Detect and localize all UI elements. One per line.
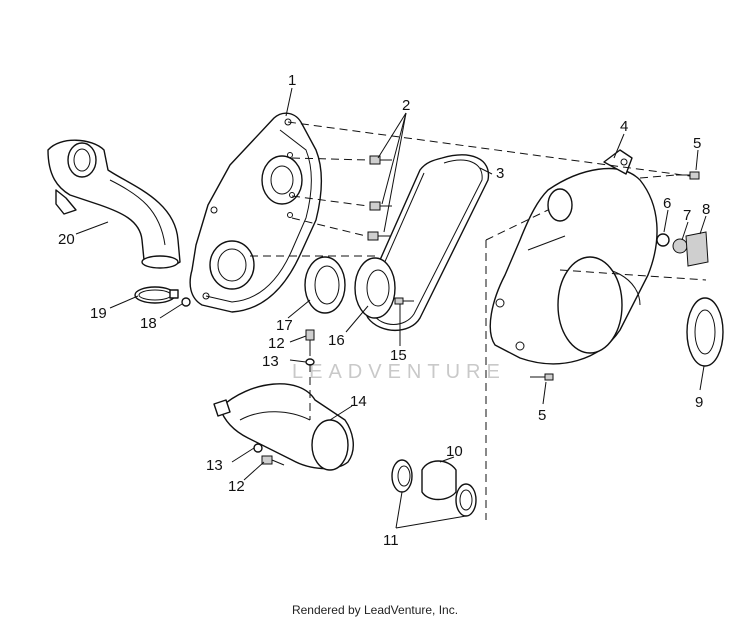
part-2-bolts bbox=[367, 155, 392, 241]
callout-16: 16 bbox=[328, 332, 345, 349]
part-12-13-fasteners bbox=[253, 329, 315, 466]
part-15-screw bbox=[394, 297, 414, 305]
callout-14: 14 bbox=[350, 393, 367, 410]
callout-20: 20 bbox=[58, 231, 75, 248]
assembly-line bbox=[559, 269, 707, 281]
part-18-plug bbox=[181, 297, 191, 307]
part-8-decal bbox=[685, 231, 709, 267]
part-6-oring bbox=[656, 233, 670, 247]
callout-2: 2 bbox=[402, 97, 410, 114]
callout-12b: 12 bbox=[228, 478, 245, 495]
footer-credit: Rendered by LeadVenture, Inc. bbox=[291, 603, 459, 617]
callout-13a: 13 bbox=[262, 353, 279, 370]
callout-18: 18 bbox=[140, 315, 157, 332]
callout-9: 9 bbox=[695, 394, 703, 411]
leader-lines bbox=[75, 87, 707, 529]
watermark-text: LEADVENTURE bbox=[292, 361, 506, 383]
part-14-lower-duct bbox=[213, 383, 354, 471]
callout-11: 11 bbox=[383, 532, 399, 549]
callout-13b: 13 bbox=[206, 457, 223, 474]
part-4-outer-cover bbox=[489, 149, 658, 365]
callout-19: 19 bbox=[90, 305, 107, 322]
callout-12a: 12 bbox=[268, 335, 285, 352]
callout-17: 17 bbox=[276, 317, 293, 334]
part-7-plug bbox=[672, 238, 688, 254]
part-9-gasket bbox=[686, 297, 724, 367]
part-1-inner-cover bbox=[189, 112, 322, 313]
callout-8: 8 bbox=[702, 201, 710, 218]
callout-5a: 5 bbox=[693, 135, 701, 152]
assembly-line bbox=[485, 209, 549, 241]
callout-numbers: 1 2 3 4 5 5 6 7 8 9 10 11 12 12 13 13 14… bbox=[58, 72, 710, 549]
callout-6: 6 bbox=[663, 195, 671, 212]
part-10-11-boot-clamps bbox=[391, 459, 477, 517]
callout-15: 15 bbox=[390, 347, 407, 364]
assembly-line bbox=[639, 174, 677, 179]
part-20-intake-duct bbox=[47, 139, 181, 269]
callout-7: 7 bbox=[683, 207, 691, 224]
callout-10: 10 bbox=[446, 443, 463, 460]
assembly-line bbox=[287, 121, 691, 177]
callout-5b: 5 bbox=[538, 407, 546, 424]
callout-3: 3 bbox=[496, 165, 504, 182]
callout-4: 4 bbox=[620, 118, 628, 135]
callout-1: 1 bbox=[288, 72, 296, 89]
part-16-bearing-plate bbox=[354, 257, 396, 319]
part-19-clamp bbox=[134, 286, 179, 304]
part-17-seal bbox=[304, 256, 346, 314]
